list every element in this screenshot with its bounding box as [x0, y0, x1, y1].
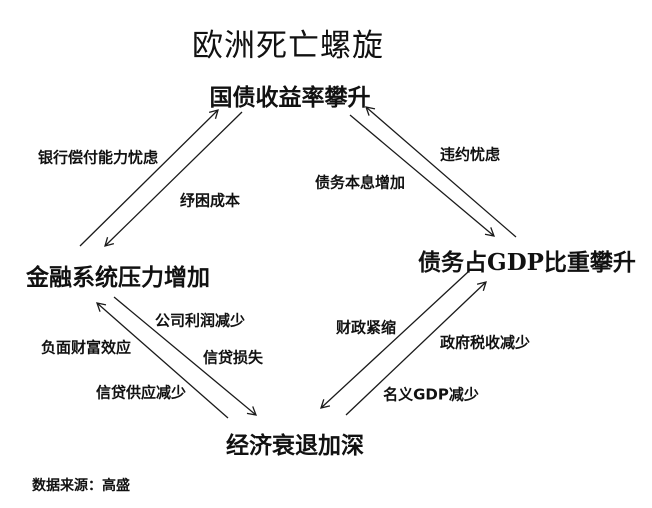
edge-label-nominal-gdp: 名义GDP减少 [383, 385, 479, 404]
edge-label-corporate-profit: 公司利润减少 [154, 311, 246, 330]
arrow-yield-to-debtgdp [349, 114, 496, 237]
node-financial-stress: 金融系统压力增加 [26, 264, 210, 291]
source-note: 数据来源：高盛 [32, 478, 130, 494]
arrow-recession-to-financial [96, 302, 229, 419]
edge-label-bank-solvency: 银行偿付能力忧虑 [37, 148, 159, 167]
edge-label-credit-supply: 信贷供应减少 [95, 383, 187, 402]
arrow-yield-to-financial [104, 111, 243, 247]
edge-label-negative-wealth: 负面财富效应 [40, 338, 132, 357]
node-bond-yield: 国债收益率攀升 [209, 84, 371, 111]
diagram-title: 欧洲死亡螺旋 [192, 28, 384, 64]
edge-label-debt-service: 债务本息增加 [314, 173, 406, 192]
edge-label-credit-loss: 信贷损失 [202, 348, 264, 367]
edge-label-bailout-cost: 纾困成本 [179, 191, 241, 210]
arrow-debtgdp-to-yield [364, 106, 517, 238]
arrow-financial-to-yield [79, 109, 219, 247]
arrow-recession-to-debtgdp [345, 281, 487, 416]
node-recession: 经济衰退加深 [226, 432, 364, 459]
edge-label-fiscal-austerity: 财政紧缩 [335, 318, 397, 337]
edge-label-gov-tax: 政府税收减少 [439, 333, 531, 352]
arrow-financial-to-recession [113, 296, 258, 416]
arrow-debtgdp-to-recession [320, 271, 469, 409]
edge-label-default-worry: 违约忧虑 [439, 145, 501, 164]
node-debt-gdp-ratio: 债务占GDP比重攀升 [418, 249, 636, 276]
